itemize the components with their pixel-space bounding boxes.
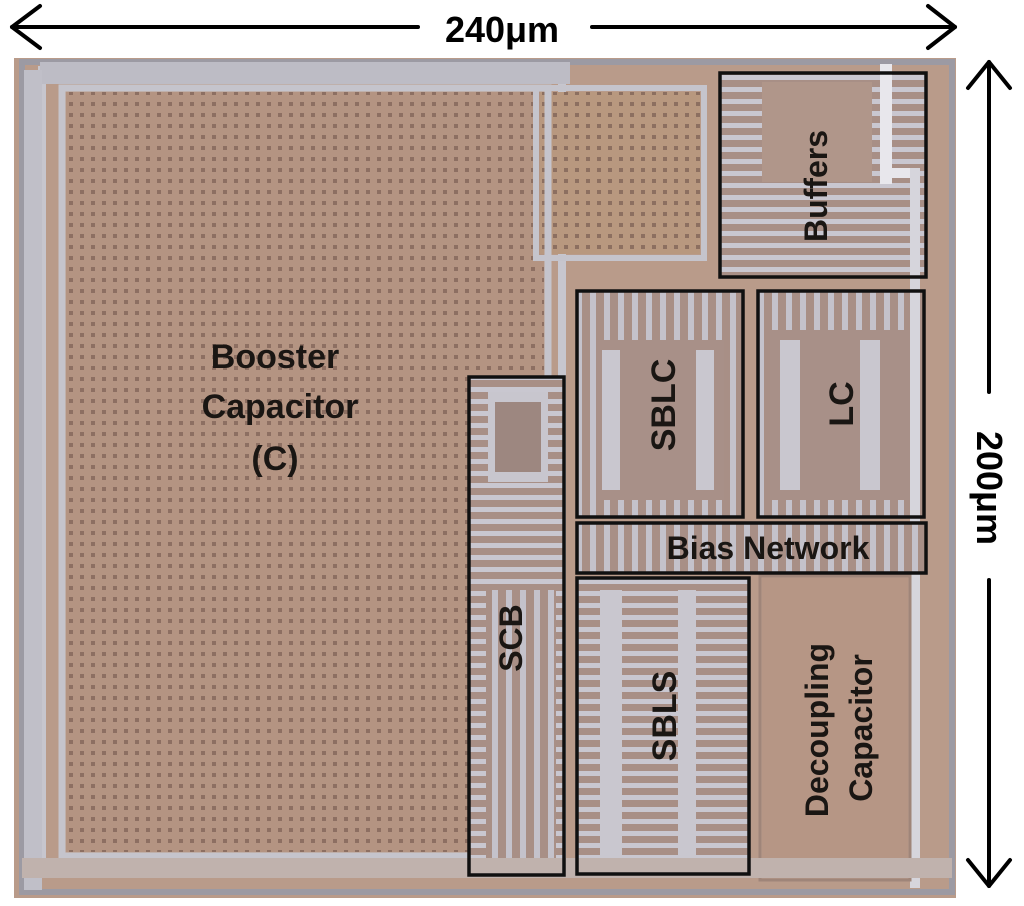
buffers-inner	[762, 82, 872, 182]
buffers-box	[718, 71, 928, 279]
height-dimension-label: 200μm	[969, 431, 1010, 545]
bias-network-box	[575, 521, 928, 575]
booster-capacitor-array	[66, 92, 544, 852]
decoupling-label-1: Decoupling	[799, 643, 835, 817]
right-vertical-wire	[880, 64, 892, 184]
top-metal-strip	[40, 62, 570, 84]
sbls-label: SBLS	[646, 671, 684, 762]
lc-box	[756, 289, 926, 519]
bias-network-region	[578, 524, 924, 572]
booster-ext-frame	[533, 85, 707, 261]
sbls-box	[575, 576, 751, 876]
scb-label: SCB	[493, 604, 529, 672]
sbls-inner-2	[678, 590, 696, 860]
sblc-label: SBLC	[645, 359, 683, 452]
scb-detail-3	[486, 590, 556, 860]
booster-label-1: Booster	[211, 338, 339, 376]
decoupling-capacitor-region	[762, 578, 908, 878]
decoupling-label-2: Capacitor	[843, 654, 879, 802]
lc-label: LC	[823, 381, 861, 426]
sblc-inner-metal-2	[696, 350, 714, 490]
sblc-inner-metal	[602, 350, 620, 490]
booster-label-3: (C)	[251, 440, 298, 478]
height-dimension-arrow	[966, 60, 1012, 888]
booster-capacitor-extension	[540, 92, 700, 254]
width-dimension-arrow	[10, 4, 957, 50]
lc-inner-metal	[780, 340, 800, 490]
right-wire-link	[880, 168, 920, 178]
decoupling-frame	[758, 574, 912, 882]
lc-inner-metal-2	[860, 340, 880, 490]
sbls-inner	[600, 590, 622, 860]
scb-box	[467, 375, 566, 877]
booster-label-2: Capacitor	[202, 388, 359, 426]
scb-detail-2	[495, 402, 541, 472]
buffers-label: Buffers	[798, 130, 834, 242]
sblc-box	[575, 289, 745, 519]
left-metal-rail	[24, 70, 42, 890]
width-dimension-label: 240μm	[445, 9, 559, 50]
bias-network-label: Bias Network	[667, 530, 870, 566]
